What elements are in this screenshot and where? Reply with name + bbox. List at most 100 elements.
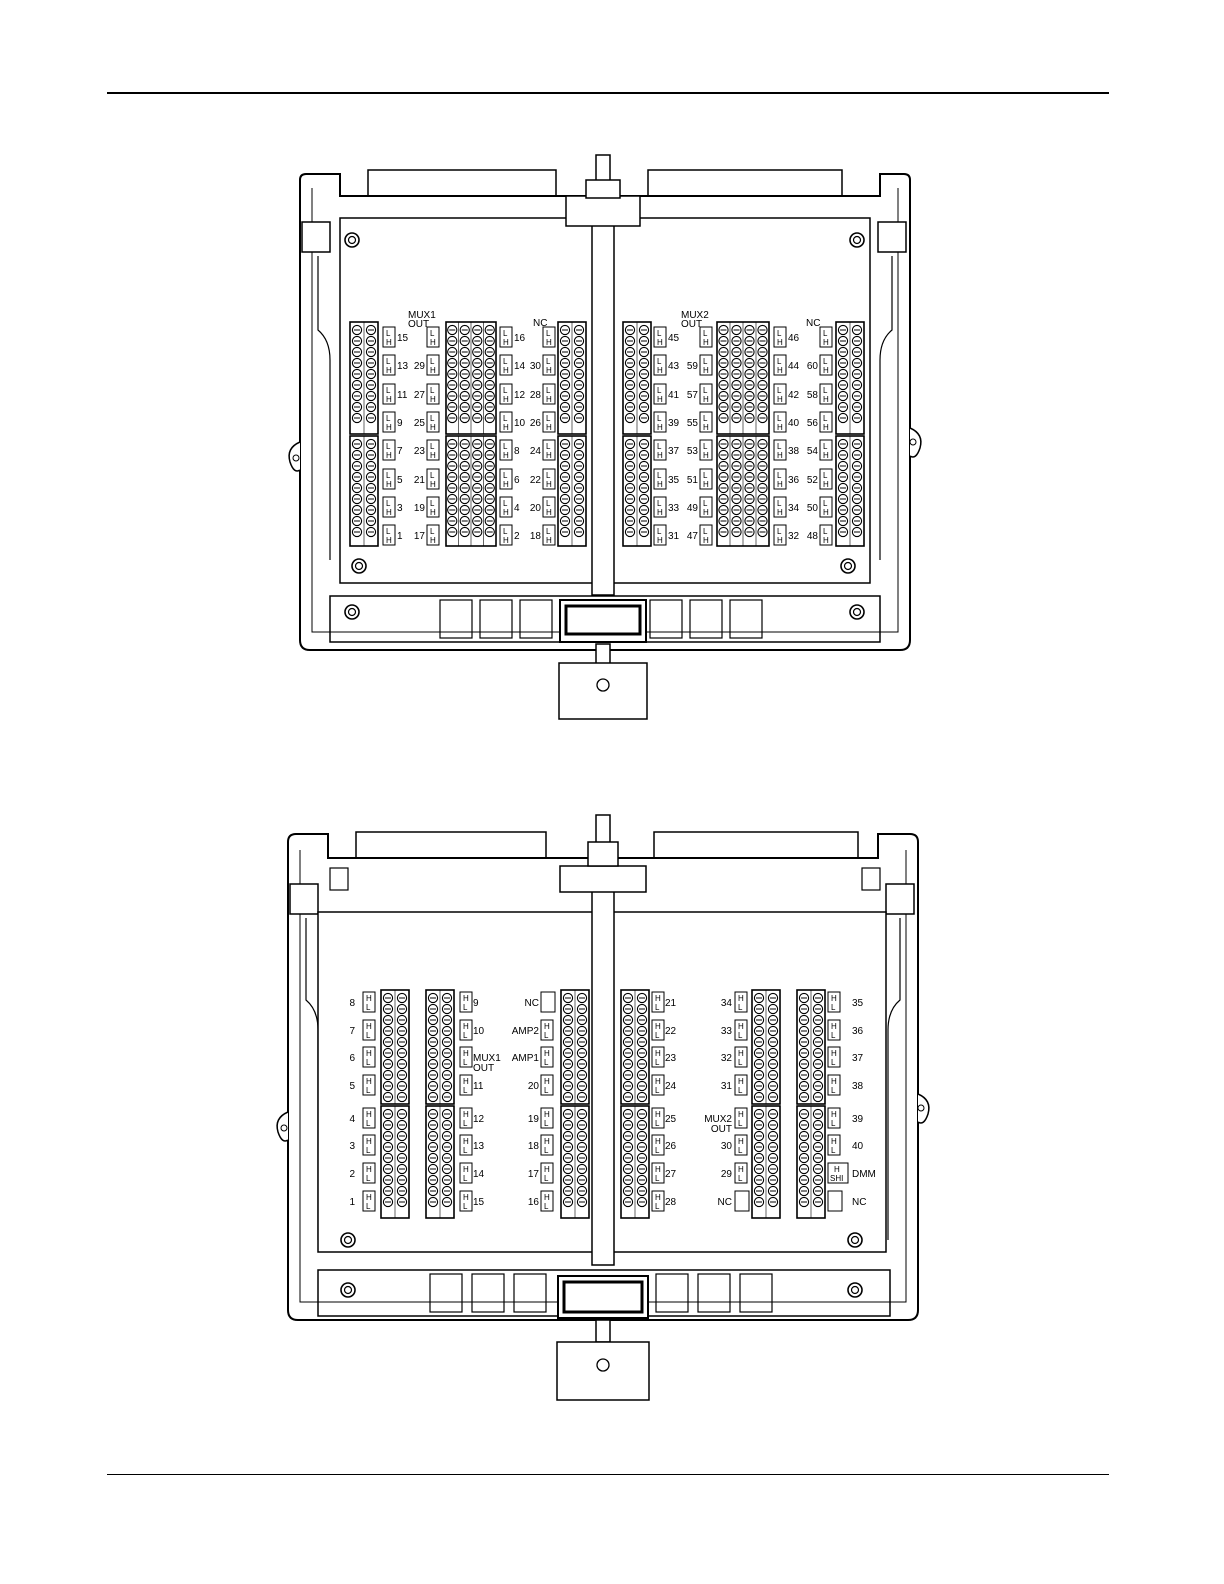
screw-terminal (365, 482, 377, 494)
terminal-block (349, 435, 379, 547)
channel-number: 40 (852, 1141, 864, 1152)
lh-connector-pair: LH (819, 439, 833, 461)
pair-bottom-label: L (366, 1086, 371, 1095)
channel-number: 34 (788, 503, 800, 514)
screw-terminal (559, 504, 571, 516)
screw-terminal (459, 438, 470, 450)
nc-box (734, 1190, 750, 1212)
screw-terminal (812, 1108, 824, 1120)
pair-top-label: H (366, 1137, 372, 1146)
lh-connector-pair: HL (734, 1074, 748, 1096)
screw-terminal (365, 526, 377, 538)
channel-number: 3 (349, 1141, 355, 1152)
screw-terminal (576, 1036, 588, 1048)
pair-bottom-label: L (463, 1086, 468, 1095)
lh-connector-pair: LH (699, 383, 713, 405)
pair-top-label: L (546, 357, 551, 366)
lh-connector-pair: LH (653, 496, 667, 518)
screw-terminal (757, 460, 768, 472)
screw-terminal (576, 1091, 588, 1103)
screw-terminal (636, 1141, 648, 1153)
lh-connector-pair: HL (827, 1019, 841, 1041)
lh-connector-pair: LH (773, 439, 787, 461)
screw-terminal (562, 1058, 574, 1070)
pair-bottom-label: H (430, 338, 436, 347)
screw-terminal (396, 1091, 408, 1103)
screw-terminal (757, 368, 768, 380)
screw-terminal (744, 346, 755, 358)
screw-terminal (767, 1047, 779, 1059)
channel-number: 36 (788, 475, 800, 486)
screw-terminal (573, 401, 585, 413)
screw-terminal (365, 324, 377, 336)
screw-terminal (351, 368, 363, 380)
screw-terminal (622, 1152, 634, 1164)
screw-terminal (718, 504, 729, 516)
pair-top-label: L (386, 357, 391, 366)
screw-terminal (484, 390, 495, 402)
screw-terminal (744, 504, 755, 516)
screw-terminal (559, 471, 571, 483)
screw-terminal (427, 1108, 439, 1120)
screw-terminal (472, 438, 483, 450)
screw-terminal (837, 482, 849, 494)
pair-top-label: H (738, 994, 744, 1003)
lh-connector-pair: HL (827, 991, 841, 1013)
channel-number: 1 (397, 531, 403, 542)
pair-top-label: L (546, 414, 551, 423)
screw-terminal (576, 1141, 588, 1153)
channel-number: 12 (473, 1114, 485, 1125)
pair-bottom-label: H (386, 423, 392, 432)
screw-terminal (638, 368, 650, 380)
screw-terminal (767, 1141, 779, 1153)
pair-bottom-label: L (544, 1146, 549, 1155)
screw-terminal (837, 324, 849, 336)
screw-terminal (559, 368, 571, 380)
screw-terminal (731, 460, 742, 472)
nc-label-1: NC (533, 318, 547, 329)
pair-top-label: H (463, 1165, 469, 1174)
pair-bottom-label: H (777, 366, 783, 375)
screw-terminal (718, 346, 729, 358)
pair-bottom-label: L (831, 1058, 836, 1067)
channel-number: 30 (721, 1141, 733, 1152)
screw-terminal (718, 449, 729, 461)
channel-number: 20 (528, 1081, 540, 1092)
channel-number: 26 (665, 1141, 677, 1152)
screw-terminal (573, 379, 585, 391)
pair-bottom-label: L (738, 1058, 743, 1067)
lh-connector-pair: LH (773, 383, 787, 405)
pair-bottom-label: L (463, 1119, 468, 1128)
channel-number: 50 (807, 503, 819, 514)
lh-connector-pair: LH (699, 411, 713, 433)
lh-connector-pair: HL (540, 1134, 554, 1156)
channel-number: 54 (807, 446, 819, 457)
channel-number: 49 (687, 503, 699, 514)
pair-bottom-label: H (657, 338, 663, 347)
screw-terminal (459, 412, 470, 424)
screw-terminal (744, 493, 755, 505)
screw-terminal (484, 482, 495, 494)
screw-terminal (472, 493, 483, 505)
pair-bottom-label: H (823, 480, 829, 489)
pair-top-label: H (544, 1077, 550, 1086)
pair-top-label: L (823, 471, 828, 480)
screw-terminal (753, 1047, 765, 1059)
screw-terminal (753, 1119, 765, 1131)
screw-terminal (731, 515, 742, 527)
screw-terminal (753, 1163, 765, 1175)
header-rule (107, 92, 1109, 94)
channel-number: 20 (530, 503, 542, 514)
screw-terminal (576, 1080, 588, 1092)
screw-terminal (636, 1130, 648, 1142)
channel-number: 34 (721, 998, 733, 1009)
screw-terminal (837, 438, 849, 450)
screw-terminal (351, 390, 363, 402)
lh-connector-pair: LH (426, 411, 440, 433)
pair-bottom-label: H (503, 338, 509, 347)
screw-terminal (757, 526, 768, 538)
lh-connector-pair: HL (362, 1074, 376, 1096)
screw-terminal (812, 1196, 824, 1208)
screw-terminal (441, 1108, 453, 1120)
